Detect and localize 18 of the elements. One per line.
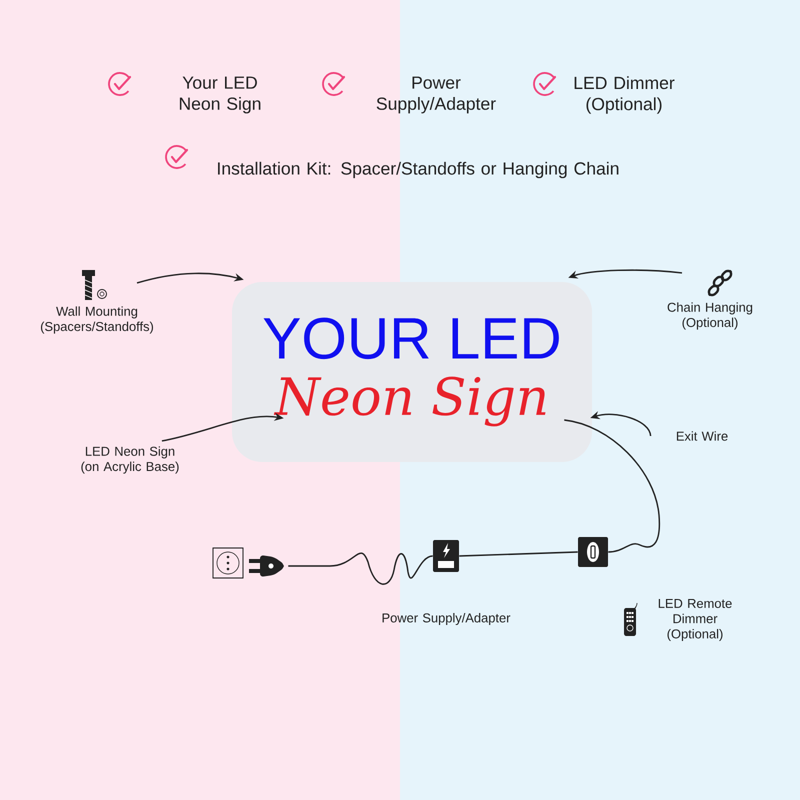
checklist-item: Your LED Neon Sign [180, 76, 260, 114]
caption-text: Power Supply/Adapter [382, 613, 510, 625]
callout-text: Chain Hanging (Optional) [668, 302, 752, 330]
cable [459, 551, 578, 557]
cable [564, 419, 660, 553]
cable [288, 552, 433, 585]
dimmer-switch [578, 537, 608, 567]
power-outlet [212, 548, 244, 578]
caption-text: LED Remote Dimmer (Optional) [658, 599, 732, 641]
power-adapter [433, 540, 459, 572]
callout-text: LED Neon Sign (on Acrylic Base) [81, 446, 179, 474]
checklist-item: Installation Kit: Spacer/Standoffs or Hanging Chain [218, 162, 618, 178]
checklist-item: LED Dimmer (Optional) [574, 76, 674, 114]
plug-icon [249, 555, 284, 577]
callout-text: Wall Mounting (Spacers/Standoffs) [40, 306, 154, 334]
callout-text: Exit Wire [676, 431, 728, 441]
neon-sign: YOUR LED Neon Sign [232, 282, 592, 462]
checklist-item: Power Supply/Adapter [376, 76, 496, 114]
